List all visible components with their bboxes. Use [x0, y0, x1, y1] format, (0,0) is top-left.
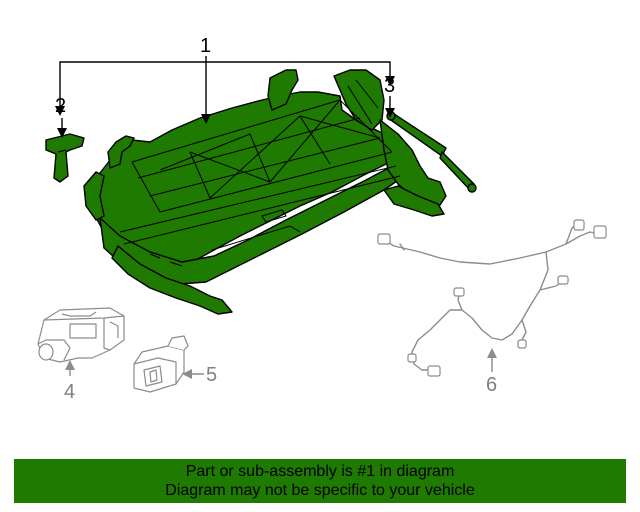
connector-1 [377, 233, 391, 245]
banner-line-1: Part or sub-assembly is #1 in diagram [185, 463, 455, 480]
arrow-3 [385, 108, 395, 118]
callout-2: 2 [55, 95, 66, 117]
callout-6: 6 [486, 374, 497, 396]
harness-connectors [377, 219, 607, 377]
part-1-storage-tray[interactable] [83, 69, 447, 315]
connector-6 [557, 275, 569, 285]
part-5-module[interactable] [133, 335, 189, 393]
info-banner: Part or sub-assembly is #1 in diagram Di… [14, 459, 626, 503]
callout-5: 5 [206, 364, 217, 386]
callout-4: 4 [64, 381, 75, 403]
arrow-2 [57, 128, 67, 138]
part-2-clip[interactable] [45, 133, 85, 183]
bracket-line-1 [59, 61, 391, 110]
callout-3: 3 [384, 75, 395, 97]
arrow-1b [55, 106, 65, 116]
leader-arrows [55, 76, 395, 138]
connector-2 [593, 225, 607, 239]
callout-1: 1 [200, 35, 211, 57]
tray-structure-lines [119, 79, 401, 267]
arrow-6 [487, 348, 497, 358]
arrow-5 [182, 369, 192, 379]
connector-4 [427, 365, 441, 377]
part-4-motor[interactable] [37, 307, 125, 363]
connector-3 [573, 219, 585, 231]
connector-5 [453, 287, 465, 297]
leader-arrows-gray [65, 348, 497, 379]
connector-8 [407, 353, 417, 363]
arrow-1c [385, 76, 395, 86]
connector-7 [517, 339, 527, 349]
banner-line-2: Diagram may not be specific to your vehi… [165, 482, 475, 499]
arrow-1 [201, 114, 211, 124]
arrow-4 [65, 360, 75, 370]
